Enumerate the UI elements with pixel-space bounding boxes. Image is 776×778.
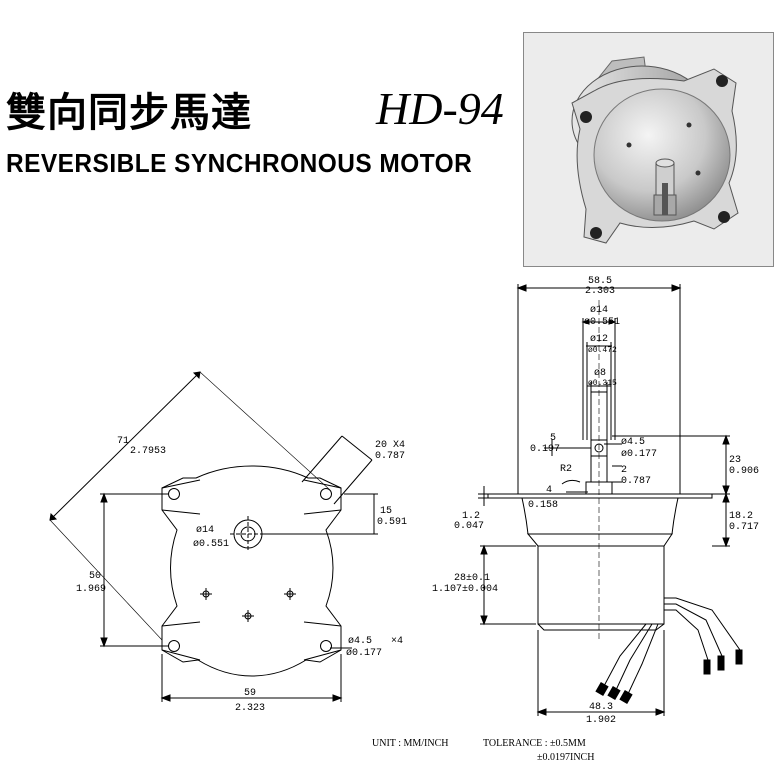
front-hole-count: ×4	[391, 636, 403, 647]
english-title: REVERSIBLE SYNCHRONOUS MOTOR	[6, 148, 473, 178]
side-flat-in: 0.197	[530, 444, 560, 455]
front-shaft-dia-in: ø0.551	[193, 539, 229, 550]
front-height-mm: 50	[89, 571, 101, 582]
side-plate-mm: 1.2	[462, 511, 480, 522]
side-body-dia-mm: 48.3	[589, 702, 613, 713]
side-flat-mm: 5	[550, 433, 556, 444]
motor-photo	[523, 32, 774, 267]
front-width-mm: 59	[244, 688, 256, 699]
side-d14-in: ø0.551	[584, 317, 620, 328]
side-plate-in: 0.047	[454, 521, 484, 532]
side-shaft-len-mm: 23	[729, 455, 741, 466]
side-body-mm: 28±0.1	[454, 573, 490, 584]
chinese-title: 雙向同步馬達	[6, 89, 252, 136]
side-step-in: 0.158	[528, 500, 558, 511]
side-d8: ø8	[594, 368, 606, 379]
front-hole-mm: ø4.5	[348, 636, 372, 647]
front-offset-in: 0.591	[377, 517, 407, 528]
unit-note: UNIT : MM/INCH	[372, 738, 449, 749]
side-gap-in: 0.787	[621, 476, 651, 487]
side-d12: ø12	[590, 334, 608, 345]
front-height-in: 1.969	[76, 584, 106, 595]
front-diag-in: 2.7953	[130, 446, 166, 457]
motor-photo-drawing	[524, 33, 773, 266]
tolerance-note: TOLERANCE : ±0.5MM	[483, 738, 586, 749]
side-overall-mm: 58.5	[588, 276, 612, 287]
side-d14: ø14	[590, 305, 608, 316]
side-body-dia-in: 1.902	[586, 715, 616, 726]
side-overall-in: 2.303	[585, 286, 615, 297]
side-pin-in: ø0.177	[621, 449, 657, 460]
side-shaft-len-in: 0.906	[729, 466, 759, 477]
side-body-in: 1.107±0.004	[432, 584, 498, 595]
front-diag-mm: 71	[117, 436, 129, 447]
side-d12-in: ø0.472	[588, 346, 617, 355]
front-ear-in: 0.787	[375, 451, 405, 462]
side-radius: R2	[560, 464, 572, 475]
front-ear-mm: 20 X4	[375, 440, 405, 451]
side-pin-mm: ø4.5	[621, 437, 645, 448]
tolerance-inch-note: ±0.0197INCH	[537, 752, 595, 763]
side-boss-in: 0.717	[729, 522, 759, 533]
front-offset-mm: 15	[380, 506, 392, 517]
front-hole-in: ø0.177	[346, 648, 382, 659]
front-shaft-dia: ø14	[196, 525, 214, 536]
side-step-mm: 4	[546, 485, 552, 496]
front-width-in: 2.323	[235, 703, 265, 714]
side-gap-mm: 2	[621, 465, 627, 476]
side-d8-in: ø0.315	[588, 379, 617, 388]
model-number: HD-94	[376, 83, 504, 134]
side-boss-mm: 18.2	[729, 511, 753, 522]
